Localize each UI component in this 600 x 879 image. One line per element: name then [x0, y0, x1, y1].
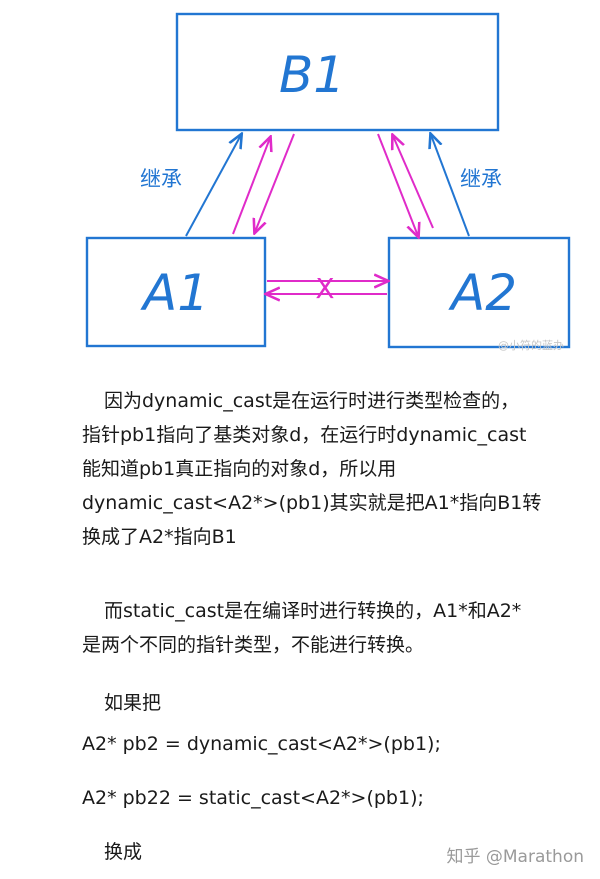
cast-arrow-b1-to-a2 — [377, 133, 418, 236]
image-watermark: @小符的蓝办 — [498, 339, 564, 352]
box-b1-label: B1 — [279, 46, 345, 104]
box-a2 — [387, 236, 571, 349]
inherit-label-right: 继承 — [460, 167, 502, 191]
box-a1-label: A1 — [140, 264, 209, 322]
cast-arrow-a2-to-b1 — [393, 136, 434, 229]
paragraph-line: 能知道pb1真正指向的对象d，所以用 — [82, 458, 397, 480]
inherit-arrow-left — [185, 135, 241, 237]
inheritance-diagram: B1 A1 A2 继承 继承 X — [85, 12, 571, 349]
paragraph-dynamic-cast: 因为dynamic_cast是在运行时进行类型检查的， 指针pb1指向了基类对象… — [82, 384, 582, 554]
code-line-static: A2* pb22 = static_cast<A2*>(pb1); — [82, 787, 424, 809]
paragraph-line: 换成了A2*指向B1 — [82, 526, 237, 548]
paragraph-replace: 换成 — [104, 841, 143, 863]
paragraph-line: 而static_cast是在编译时进行转换的，A1*和A2* — [104, 600, 522, 622]
cross-mark: X — [315, 272, 334, 305]
cast-arrow-b1-to-a1 — [255, 133, 295, 232]
paragraph-line: 是两个不同的指针类型，不能进行转换。 — [82, 634, 425, 656]
zhihu-watermark: 知乎 @Marathon — [446, 847, 584, 867]
inherit-arrow-right — [431, 135, 470, 237]
paragraph-if: 如果把 — [104, 692, 162, 714]
paragraph-line: 因为dynamic_cast是在运行时进行类型检查的， — [104, 390, 520, 412]
paragraph-line: 指针pb1指向了基类对象d，在运行时dynamic_cast — [82, 424, 527, 446]
code-line-dynamic: A2* pb2 = dynamic_cast<A2*>(pb1); — [82, 733, 441, 755]
paragraph-static-cast: 而static_cast是在编译时进行转换的，A1*和A2* 是两个不同的指针类… — [82, 594, 582, 662]
cast-arrow-a1-to-b1 — [232, 138, 270, 235]
box-b1 — [175, 12, 500, 132]
paragraph-line: dynamic_cast<A2*>(pb1)其实就是把A1*指向B1转 — [82, 492, 542, 514]
inherit-label-left: 继承 — [140, 167, 182, 191]
box-a2-label: A2 — [448, 264, 517, 322]
